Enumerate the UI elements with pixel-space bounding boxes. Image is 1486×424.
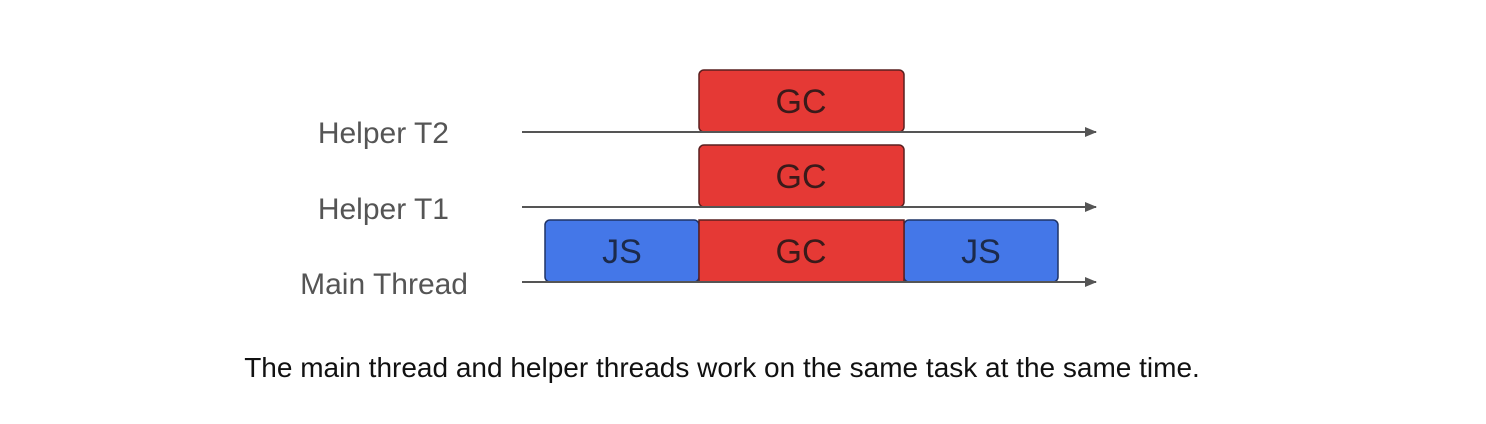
- helper-t2-label: Helper T2: [318, 117, 449, 150]
- helper-t1-label: Helper T1: [318, 193, 449, 226]
- main-gc-block: [698, 219, 905, 283]
- main-js-label-2: JS: [961, 233, 1001, 271]
- main-js-label-1: JS: [602, 233, 642, 271]
- main-gc-label: GC: [776, 233, 827, 271]
- t1-gc-label: GC: [776, 158, 827, 196]
- t2-gc-label: GC: [776, 83, 827, 121]
- main-thread-label: Main Thread: [300, 268, 468, 301]
- diagram-caption: The main thread and helper threads work …: [244, 352, 1200, 383]
